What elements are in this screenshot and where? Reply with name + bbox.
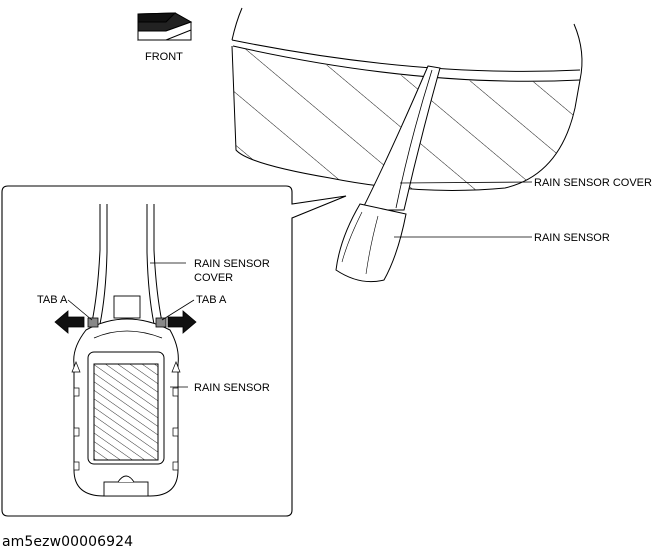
figure-id-caption: am5ezw00006924 [2,534,134,550]
tab-a-left [87,317,99,328]
tab-a-label-left: TAB A [37,294,68,306]
tab-a-label-right: TAB A [196,294,227,306]
rain-sensor-cover-label-main: RAIN SENSOR COVER [534,177,652,189]
rain-sensor-cover-detail [91,204,163,325]
tab-a-right [155,317,167,328]
sensor-lens [93,363,159,461]
rain-sensor-main [335,203,407,283]
front-label: FRONT [145,51,183,63]
left-arrow-icon [54,310,85,334]
rain-sensor-cover-main [361,65,441,211]
rain-sensor-detail [71,318,181,497]
rain-sensor-cover-label-detail-line2: COVER [194,272,233,284]
right-arrow-icon [167,310,197,334]
rain-sensor-label-main: RAIN SENSOR [534,232,610,244]
front-arrow-icon [137,12,193,41]
rain-sensor-cover-label-detail: RAIN SENSOR [194,258,270,270]
rain-sensor-label-detail: RAIN SENSOR [194,382,270,394]
